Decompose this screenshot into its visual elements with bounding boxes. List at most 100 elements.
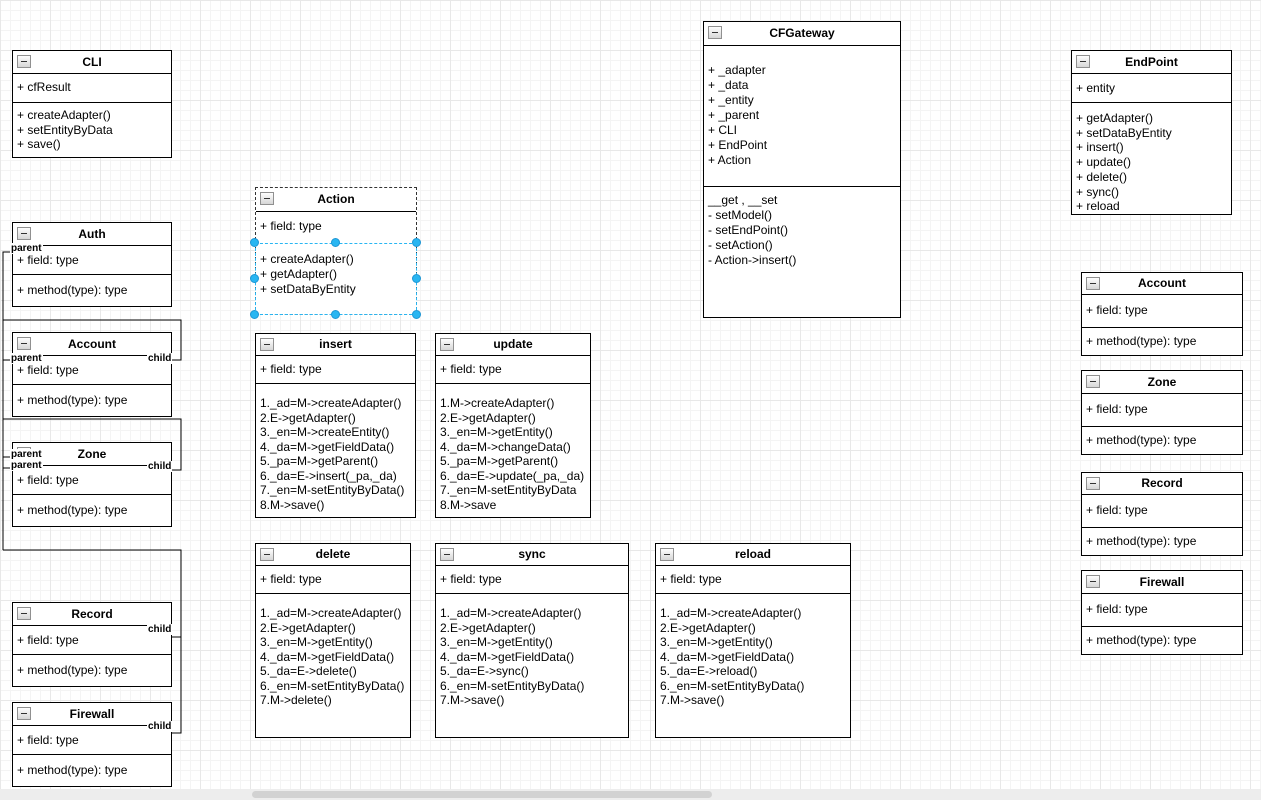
method-row: + insert() [1076,140,1124,155]
class-title: Record [71,607,113,621]
field-row: + EndPoint [708,138,768,152]
class-box-endpoint[interactable]: EndPoint + entity + getAdapter() + setDa… [1071,50,1232,215]
collapse-icon[interactable] [440,338,454,351]
method-row: 6._da=E->insert(_pa,_da) [260,468,397,483]
field-row: + field: type [17,473,79,487]
method-row: - Action->insert() [708,253,797,267]
edge-label-child: child [147,721,173,732]
class-box-insert[interactable]: insert + field: type 1._ad=M->createAdap… [255,333,416,518]
class-box-delete[interactable]: delete + field: type 1._ad=M->createAdap… [255,543,411,738]
class-box-cli[interactable]: CLI + cfResult + createAdapter() + setEn… [12,50,172,158]
class-box-account-left[interactable]: Account + field: type + method(type): ty… [12,332,172,417]
collapse-icon[interactable] [260,548,274,561]
method-row: + sync() [1076,184,1120,199]
horizontal-scrollbar-thumb[interactable] [252,791,712,798]
collapse-icon[interactable] [17,607,31,620]
class-title: delete [315,547,351,561]
method-row: 1._ad=M->createAdapter() [660,606,802,620]
method-row: + delete() [1076,169,1128,184]
method-row: 7._en=M-setEntityByData [440,483,577,497]
field-row: + field: type [17,633,79,647]
method-row: 4._da=M->getFieldData() [260,439,395,454]
class-title: reload [734,547,771,561]
selection-handle-nw[interactable] [250,238,259,247]
field-row: + field: type [260,362,322,376]
class-box-update[interactable]: update + field: type 1.M->createAdapter(… [435,333,591,518]
class-box-firewall-right[interactable]: Firewall + field: type + method(type): t… [1081,570,1243,655]
class-box-account-right[interactable]: Account + field: type + method(type): ty… [1081,272,1243,356]
method-row: + reload [1076,199,1120,214]
class-title: Account [68,337,116,351]
selection-handle-w[interactable] [250,274,259,283]
collapse-icon[interactable] [260,338,274,351]
method-row: 5._da=E->sync() [440,664,529,678]
collapse-icon[interactable] [708,26,722,39]
class-title: CLI [82,55,102,69]
collapse-icon[interactable] [1076,55,1090,68]
collapse-icon[interactable] [17,227,31,240]
class-title: update [493,337,533,351]
selection-handle-sw[interactable] [250,310,259,319]
class-title: Action [317,192,355,206]
field-row: + cfResult [17,80,71,94]
class-box-reload[interactable]: reload + field: type 1._ad=M->createAdap… [655,543,851,738]
class-box-sync[interactable]: sync + field: type 1._ad=M->createAdapte… [435,543,629,738]
method-row: + getAdapter() [1076,111,1154,125]
method-row: 3._en=M->getEntity() [260,635,373,649]
collapse-icon[interactable] [1086,575,1100,588]
method-row: + method(type): type [17,393,128,407]
collapse-icon[interactable] [260,192,274,205]
method-row: + setEntityByData [17,122,113,137]
class-box-record-left[interactable]: Record + field: type + method(type): typ… [12,602,172,687]
class-box-record-right[interactable]: Record + field: type + method(type): typ… [1081,472,1243,556]
selection-handle-e[interactable] [412,274,421,283]
field-row: + Action [708,153,752,167]
class-title: Account [1138,276,1186,290]
method-row: 6._en=M-setEntityByData() [440,678,585,693]
class-title: CFGateway [769,26,835,40]
edge-label-parent: parent [10,460,43,471]
collapse-icon[interactable] [17,707,31,720]
method-row: + method(type): type [1086,433,1197,447]
collapse-icon[interactable] [660,548,674,561]
selection-handle-se[interactable] [412,310,421,319]
collapse-icon[interactable] [17,337,31,350]
field-row: + field: type [1086,503,1148,517]
class-box-zone-right[interactable]: Zone + field: type + method(type): type [1081,370,1243,455]
method-row: 1._ad=M->createAdapter() [260,606,402,620]
selection-handle-n[interactable] [331,238,340,247]
collapse-icon[interactable] [1086,375,1100,388]
field-row: + _adapter [708,63,766,77]
class-title: EndPoint [1125,55,1178,69]
selection-handle-s[interactable] [331,310,340,319]
horizontal-scrollbar-track[interactable] [0,789,1261,800]
class-box-action[interactable]: Action + field: type + createAdapter() +… [255,187,417,315]
collapse-icon[interactable] [1086,277,1100,290]
edge-label-child: child [147,461,173,472]
method-row: 2.E->getAdapter() [440,620,536,635]
collapse-icon[interactable] [1086,477,1100,490]
method-row: 4._da=M->getFieldData() [660,649,795,664]
method-row: 5._da=E->delete() [260,664,357,678]
method-row: + setDataByEntity [1076,125,1172,140]
method-row: 3._en=M->getEntity() [440,425,553,439]
field-row: + field: type [17,253,79,267]
class-box-cfgateway[interactable]: CFGateway + _adapter + _data + _entity +… [703,21,901,318]
field-row: + field: type [440,362,502,376]
method-row: 6._en=M-setEntityByData() [660,678,805,693]
collapse-icon[interactable] [440,548,454,561]
collapse-icon[interactable] [17,55,31,68]
method-row: + createAdapter() [17,108,111,122]
class-box-auth[interactable]: Auth + field: type + method(type): type [12,222,172,307]
field-row: + field: type [260,572,322,586]
selection-handle-ne[interactable] [412,238,421,247]
method-row: 5._pa=M->getParent() [260,454,379,468]
class-title: Zone [1147,375,1177,389]
method-row: 1._ad=M->createAdapter() [440,606,582,620]
method-row: + getAdapter() [260,267,338,281]
class-box-firewall-left[interactable]: Firewall + field: type + method(type): t… [12,702,172,787]
field-row: + field: type [17,733,79,747]
class-box-zone-left[interactable]: Zone + field: type + method(type): type [12,442,172,527]
